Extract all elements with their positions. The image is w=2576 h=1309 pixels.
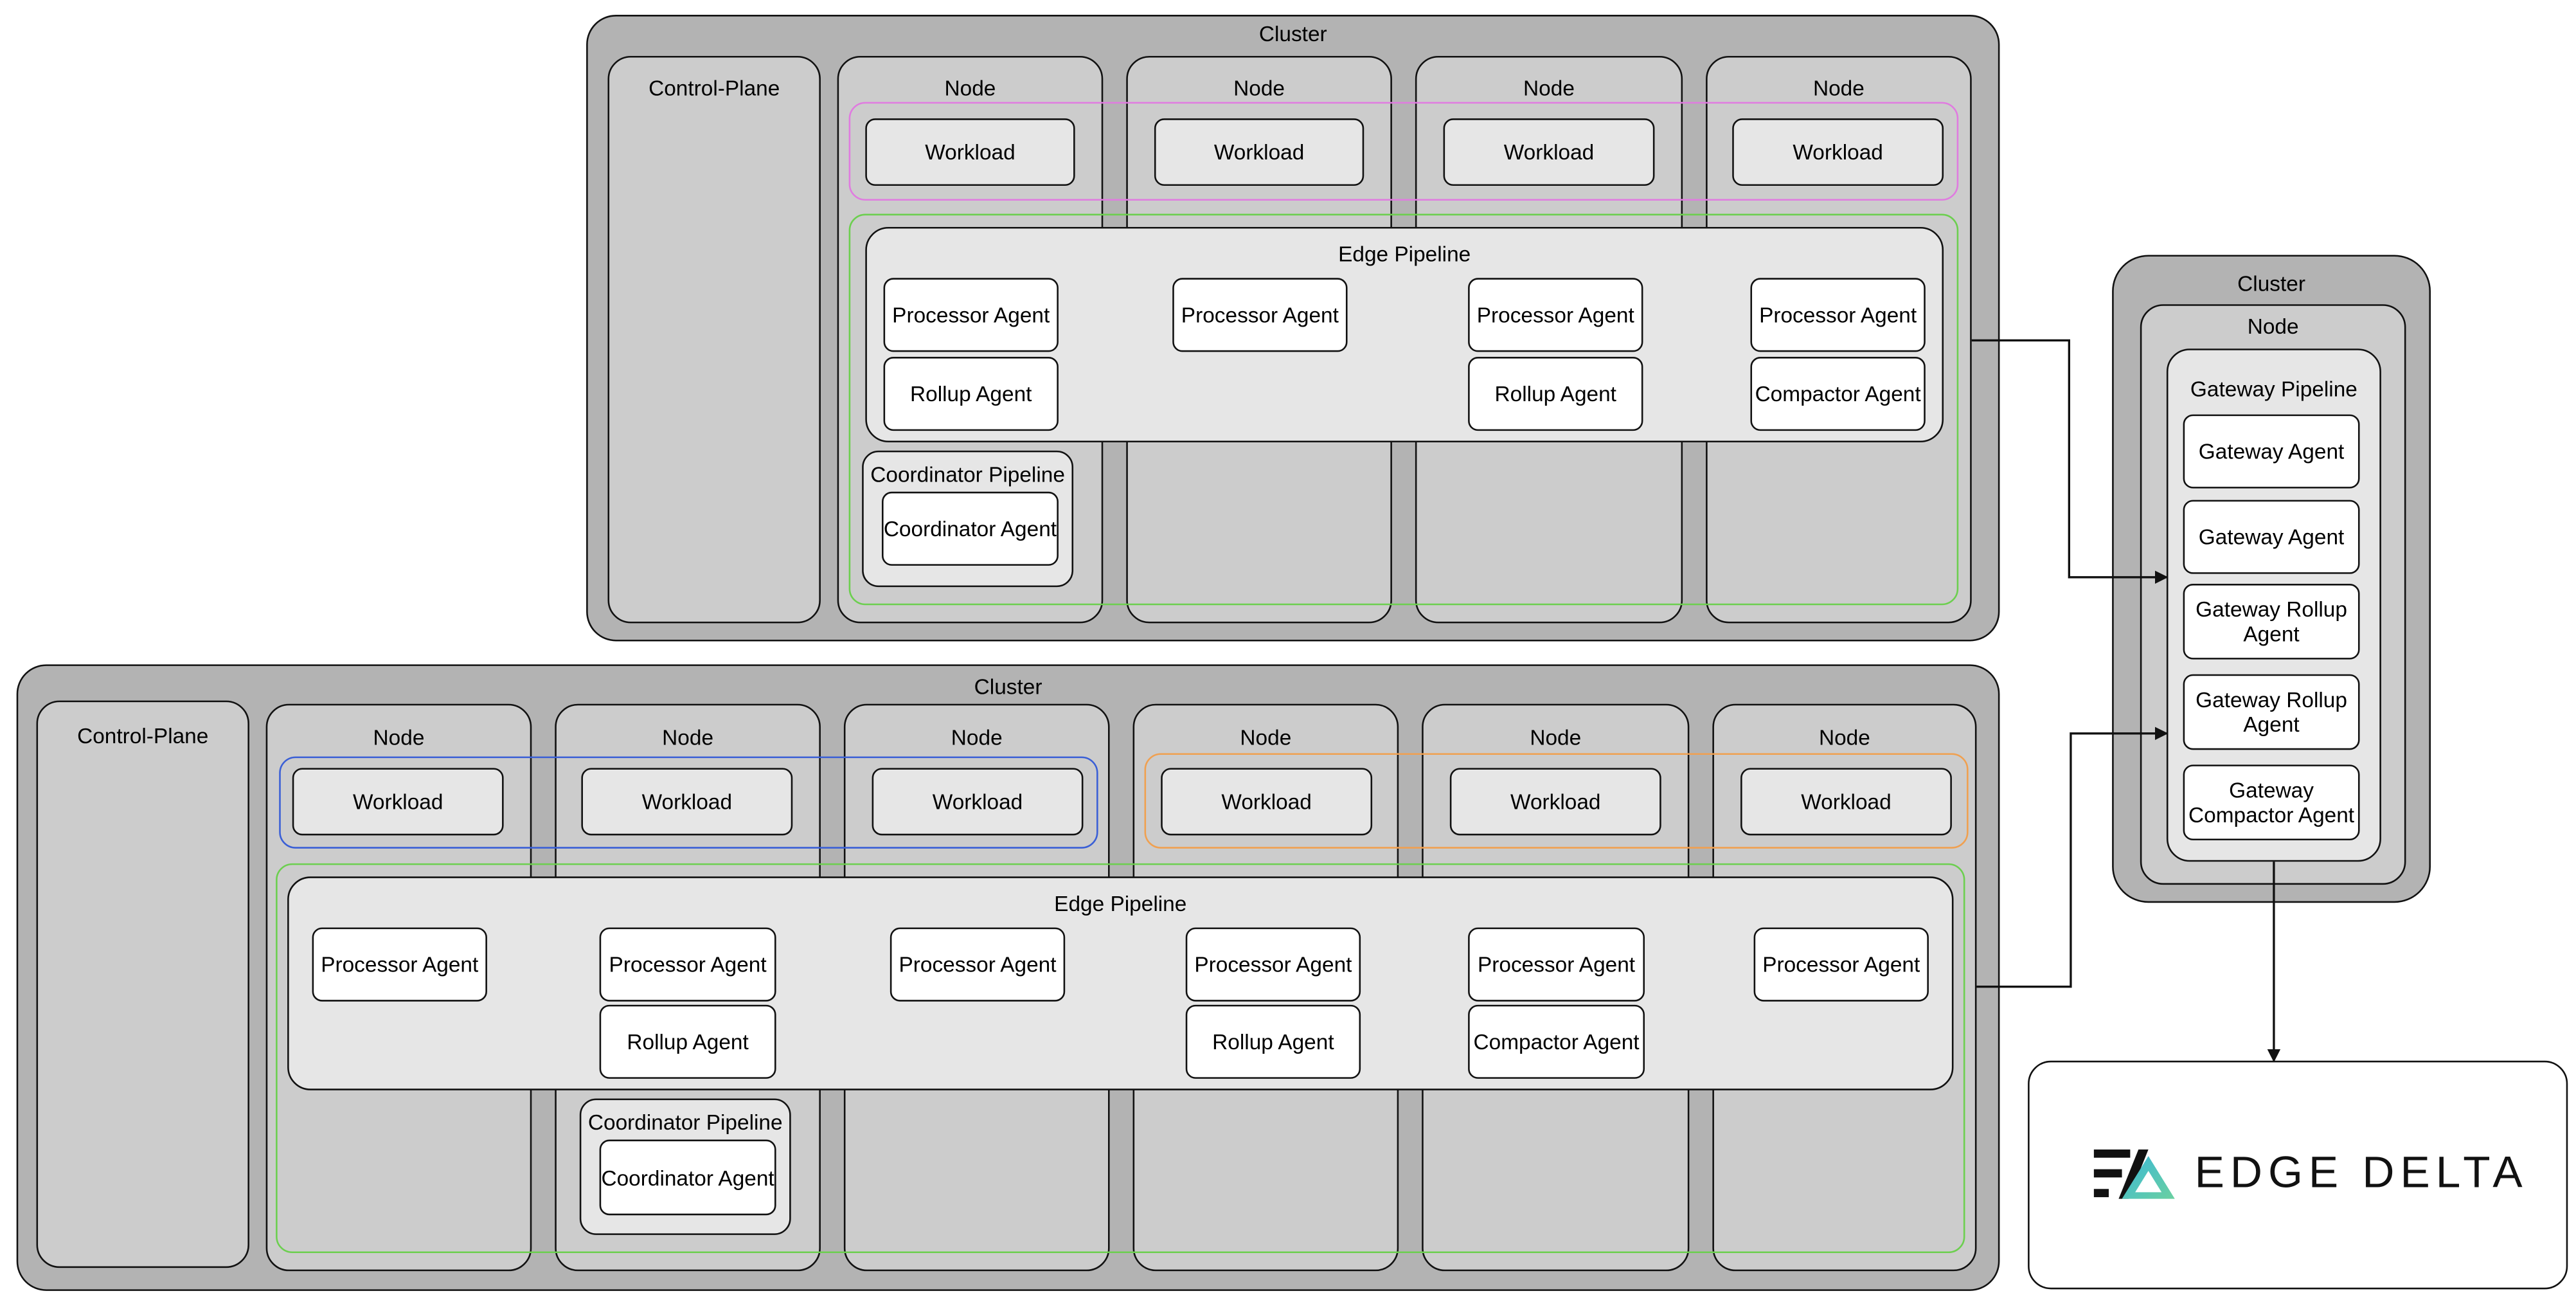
bottom-edge-pipeline: Edge Pipeline [287,876,1954,1090]
edge-delta-logo-text: EDGE DELTA [2194,1148,2528,1198]
gateway-rollup-agent: Gateway Rollup Agent [2183,674,2360,750]
coordinator-pipeline-title: Coordinator Pipeline [870,462,1065,487]
bottom-workload-group-blue [279,756,1098,849]
top-control-plane-label: Control-Plane [648,75,780,101]
node-label: Node [951,725,1003,750]
processor-agent: Processor Agent [312,927,487,1002]
compactor-agent: Compactor Agent [1750,357,1926,431]
coordinator-agent: Coordinator Agent [882,491,1059,566]
node-label: Node [1818,725,1870,750]
workload-box: Workload [292,768,504,836]
connector-top-to-gateway [1971,339,2169,584]
processor-agent: Processor Agent [1468,927,1645,1002]
connector-bottom-to-gateway [1976,727,2169,988]
edge-pipeline-title: Edge Pipeline [1338,241,1471,267]
bottom-control-plane: Control-Plane [36,700,249,1268]
processor-agent: Processor Agent [883,278,1059,352]
gateway-rollup-agent: Gateway Rollup Agent [2183,584,2360,660]
workload-box: Workload [1443,118,1655,186]
workload-box: Workload [865,118,1075,186]
edge-pipeline-title: Edge Pipeline [1054,891,1187,916]
compactor-agent: Compactor Agent [1468,1004,1645,1079]
bottom-control-plane-label: Control-Plane [77,723,209,748]
rollup-agent: Rollup Agent [883,357,1059,431]
gateway-agent: Gateway Agent [2183,414,2360,489]
node-label: Node [1523,75,1575,101]
top-pipeline-group [848,213,1959,606]
rollup-agent: Rollup Agent [1185,1004,1361,1079]
node-label: Node [1233,75,1285,101]
top-workload-group [848,102,1959,201]
gateway-agent: Gateway Agent [2183,500,2360,574]
gateway-pipeline-title: Gateway Pipeline [2190,376,2357,402]
gateway-node-label: Node [2247,314,2299,339]
node-label: Node [1812,75,1865,101]
workload-box: Workload [1449,768,1661,836]
gateway-cluster-title: Cluster [2237,271,2305,296]
rollup-agent: Rollup Agent [599,1004,776,1079]
edge-delta-logo-box: EDGE DELTA [2028,1060,2568,1290]
gateway-compactor-agent: Gateway Compactor Agent [2183,764,2360,841]
coordinator-pipeline-title: Coordinator Pipeline [587,1110,783,1135]
bottom-pipeline-group [276,863,1965,1254]
workload-box: Workload [872,768,1084,836]
node-label: Node [373,725,425,750]
processor-agent: Processor Agent [1753,927,1929,1002]
node-label: Node [1240,725,1292,750]
processor-agent: Processor Agent [1172,278,1348,352]
bottom-workload-group-orange [1144,753,1969,849]
workload-box: Workload [1161,768,1373,836]
workload-box: Workload [1154,118,1364,186]
bottom-cluster-title: Cluster [974,674,1042,700]
edge-delta-logo-icon [2093,1149,2175,1199]
workload-box: Workload [1740,768,1952,836]
top-cluster-title: Cluster [1258,21,1327,46]
processor-agent: Processor Agent [890,927,1066,1002]
rollup-agent: Rollup Agent [1468,357,1643,431]
processor-agent: Processor Agent [1185,927,1361,1002]
workload-box: Workload [1732,118,1944,186]
node-label: Node [1530,725,1582,750]
top-control-plane: Control-Plane [607,55,821,624]
processor-agent: Processor Agent [1750,278,1926,352]
processor-agent: Processor Agent [599,927,776,1002]
coordinator-agent: Coordinator Agent [599,1139,776,1216]
node-label: Node [662,725,714,750]
processor-agent: Processor Agent [1468,278,1643,352]
node-label: Node [944,75,996,101]
workload-box: Workload [581,768,793,836]
